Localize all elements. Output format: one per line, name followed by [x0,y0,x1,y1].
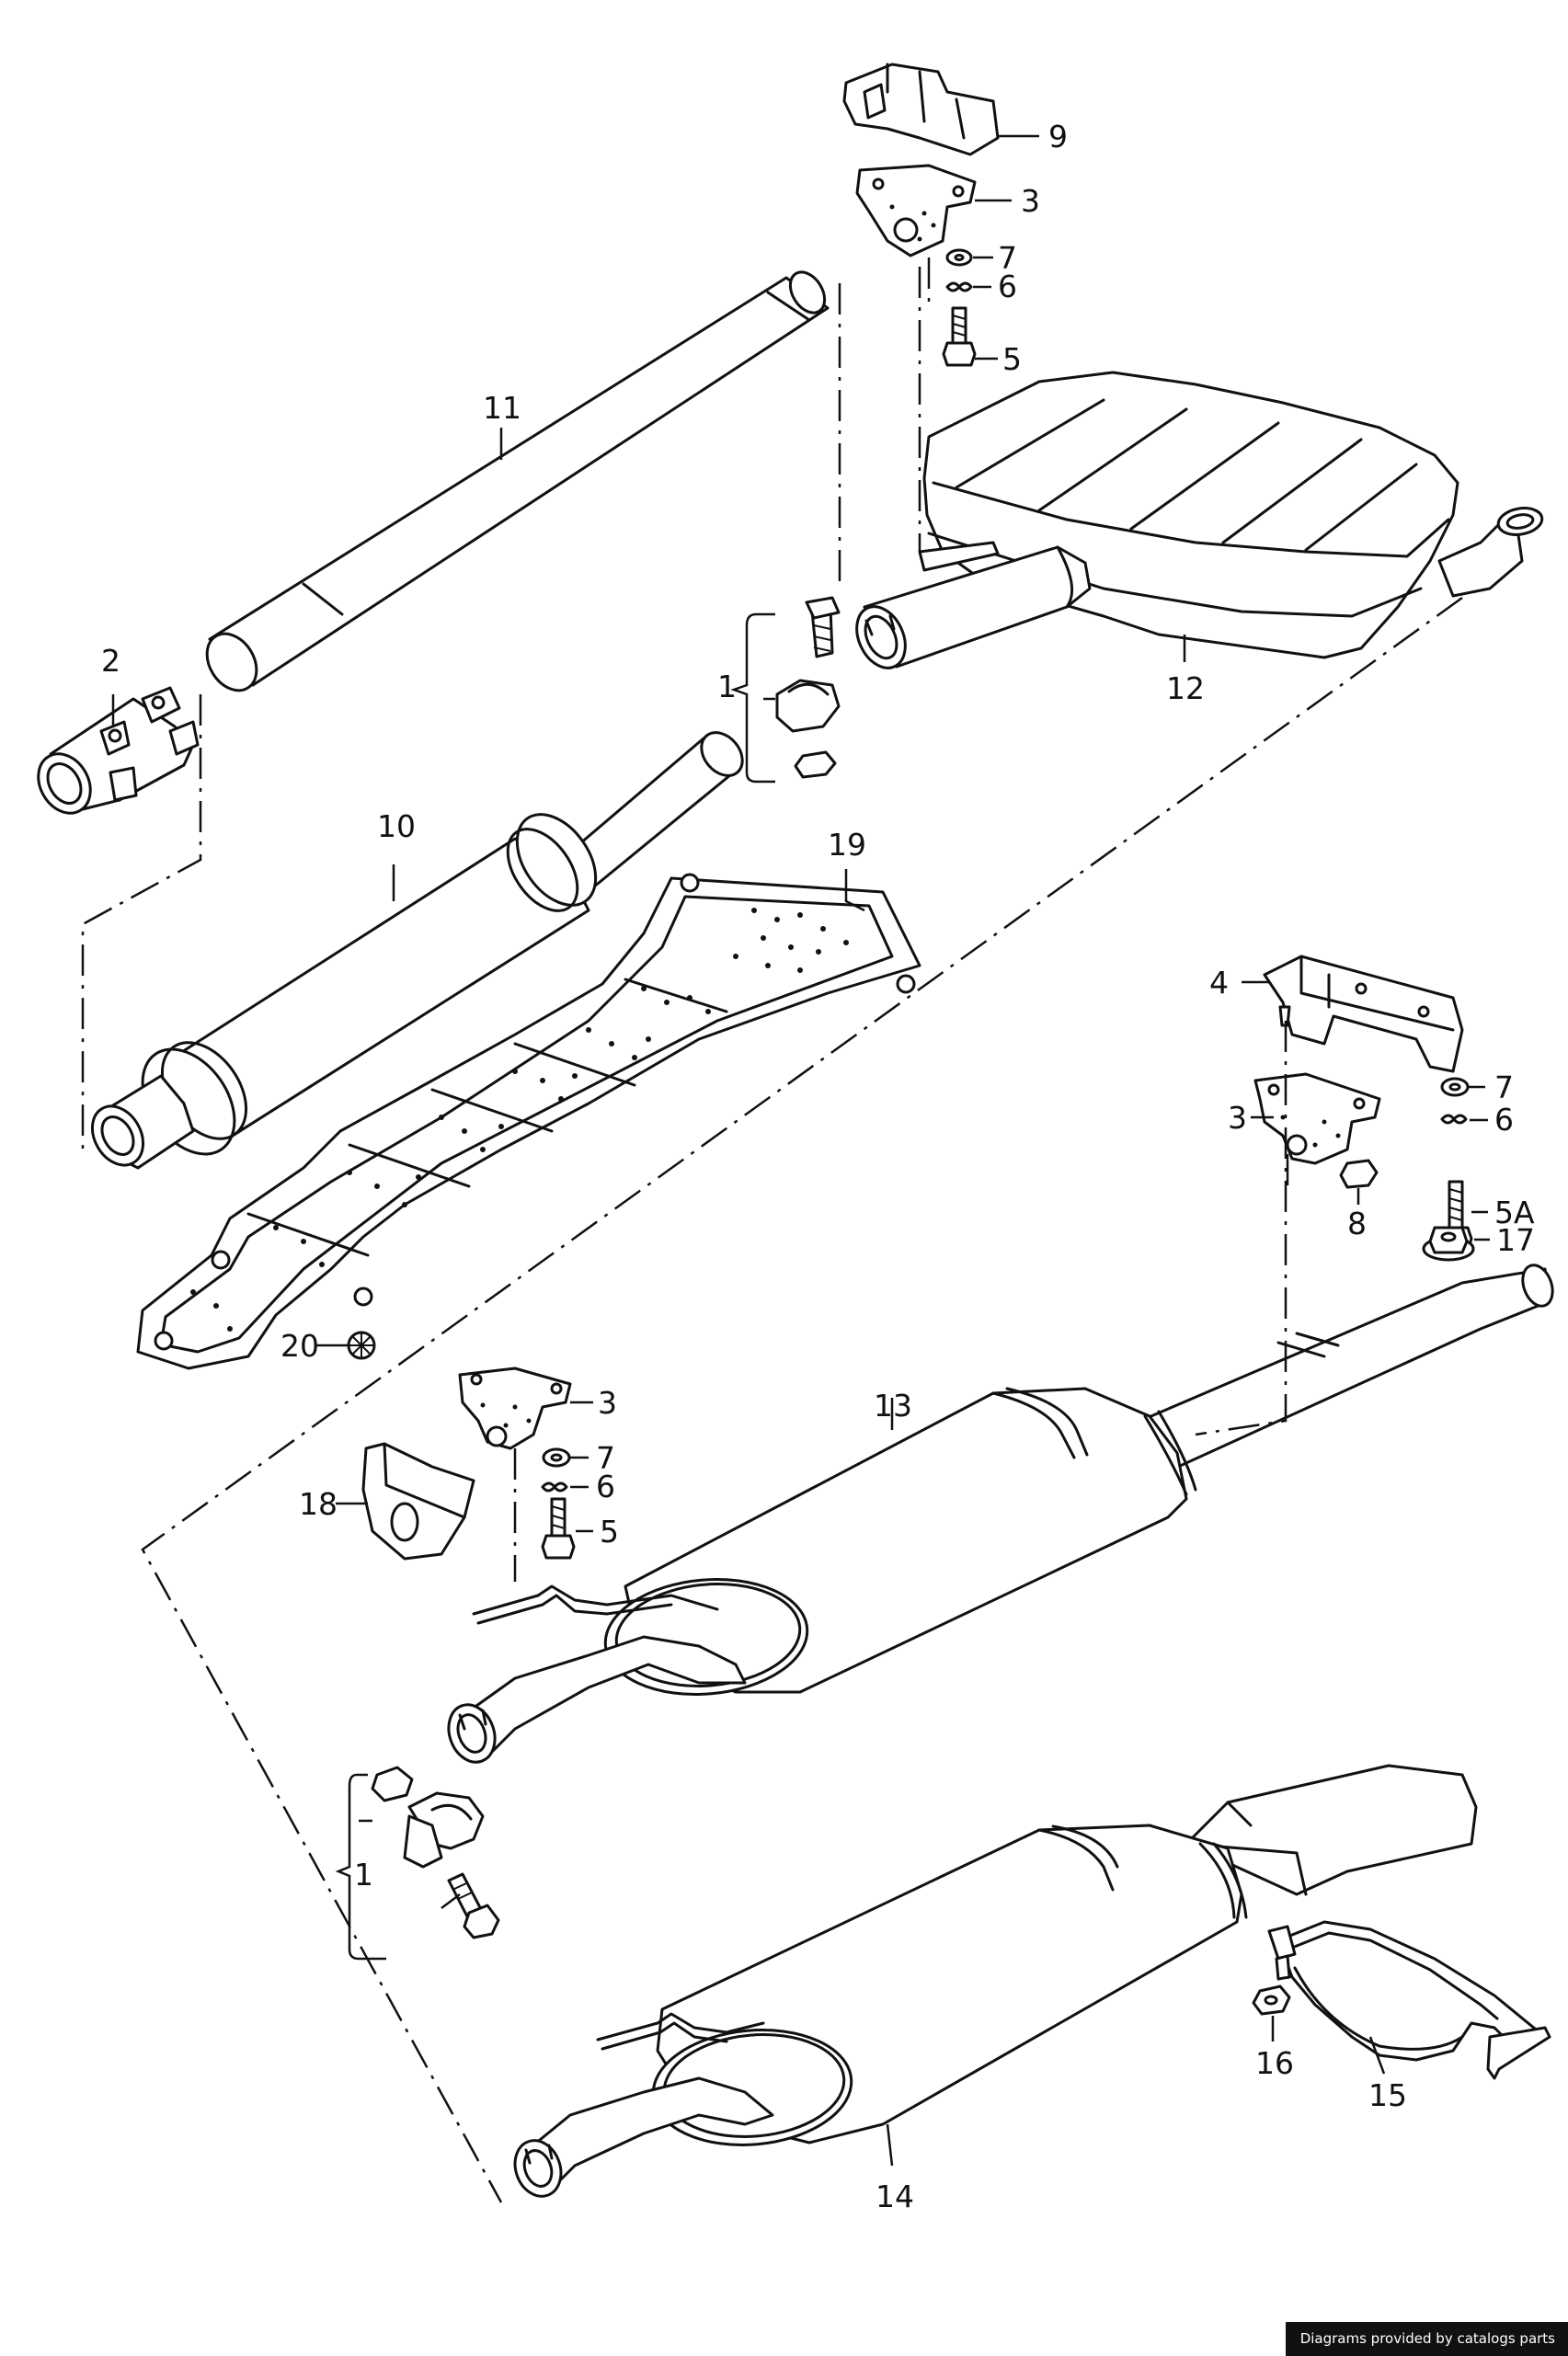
part-1-clamp-set-top [775,596,841,779]
callout-3: 3 [1228,1100,1247,1136]
part-3-rubber-mount-mid [1253,1072,1381,1165]
part-3-rubber-mount-top [855,164,977,257]
callout-1: 1 [717,669,737,704]
callout-5: 5 [1002,341,1022,377]
callout-labels: 9 3 7 6 5 11 2 1 12 10 19 4 7 3 6 5A 8 1… [101,119,1535,2214]
callout-6: 6 [1494,1102,1514,1138]
callout-8: 8 [1347,1206,1367,1241]
part-18-mounting-bracket [361,1442,475,1561]
part-8-nut [1339,1159,1379,1189]
callout-20: 20 [280,1328,319,1364]
part-12-center-muffler [855,371,1544,669]
part-3-rubber-mount-low [458,1367,572,1450]
part-5-bolt-low [541,1497,576,1560]
leader-lines [111,134,1490,2167]
assembly-lines [81,257,1463,2203]
part-13-rear-muffler [447,1264,1554,1764]
callout-19: 19 [828,827,866,863]
callout-5: 5 [600,1514,619,1550]
callout-6: 6 [596,1469,615,1504]
callout-9: 9 [1048,119,1068,154]
part-20-clip [347,1331,376,1360]
callout-12: 12 [1166,670,1205,706]
callout-7: 7 [998,240,1017,276]
callout-7: 7 [1494,1069,1514,1105]
part-19-heat-shield [136,873,921,1370]
callout-16: 16 [1255,2045,1294,2081]
part-2-double-clamp [37,686,200,815]
callout-6: 6 [998,269,1017,304]
callout-3: 3 [1021,183,1040,219]
callout-14: 14 [876,2179,914,2214]
callout-5A: 5A [1494,1195,1535,1230]
part-14-rear-muffler [513,1764,1478,2198]
part-6-spring-washer-low [541,1481,568,1493]
credit-badge: Diagrams provided by catalogs parts [1285,2322,1568,2356]
callout-13: 13 [874,1388,912,1424]
callout-1: 1 [354,1857,373,1893]
part-11-intermediate-pipe [205,270,830,692]
part-10-front-muffler [90,731,744,1170]
part-5-bolt-top [942,306,977,367]
callout-15: 15 [1368,2077,1407,2113]
callout-18: 18 [299,1486,338,1522]
callout-10: 10 [377,808,416,844]
callout-11: 11 [483,390,521,426]
callout-3: 3 [598,1385,617,1421]
part-1-clamp-set-low [371,1766,500,1939]
part-16-nut [1252,1984,1291,2016]
part-7-washer-mid [1440,1077,1470,1097]
part-7-washer-top [945,248,973,267]
part-6-spring-washer-top [945,281,973,292]
part-9-hanger-bracket [842,63,1000,156]
callout-7: 7 [596,1440,615,1476]
part-17-flange-nut [1422,1226,1475,1262]
part-15-tailpipe-strap [1267,1920,1551,2080]
callout-2: 2 [101,643,120,679]
callout-17: 17 [1496,1222,1535,1258]
part-6-spring-washer-mid [1440,1114,1468,1125]
part-4-rear-bracket [1263,955,1464,1073]
part-7-washer-low [542,1447,571,1468]
callout-4: 4 [1209,965,1229,1001]
